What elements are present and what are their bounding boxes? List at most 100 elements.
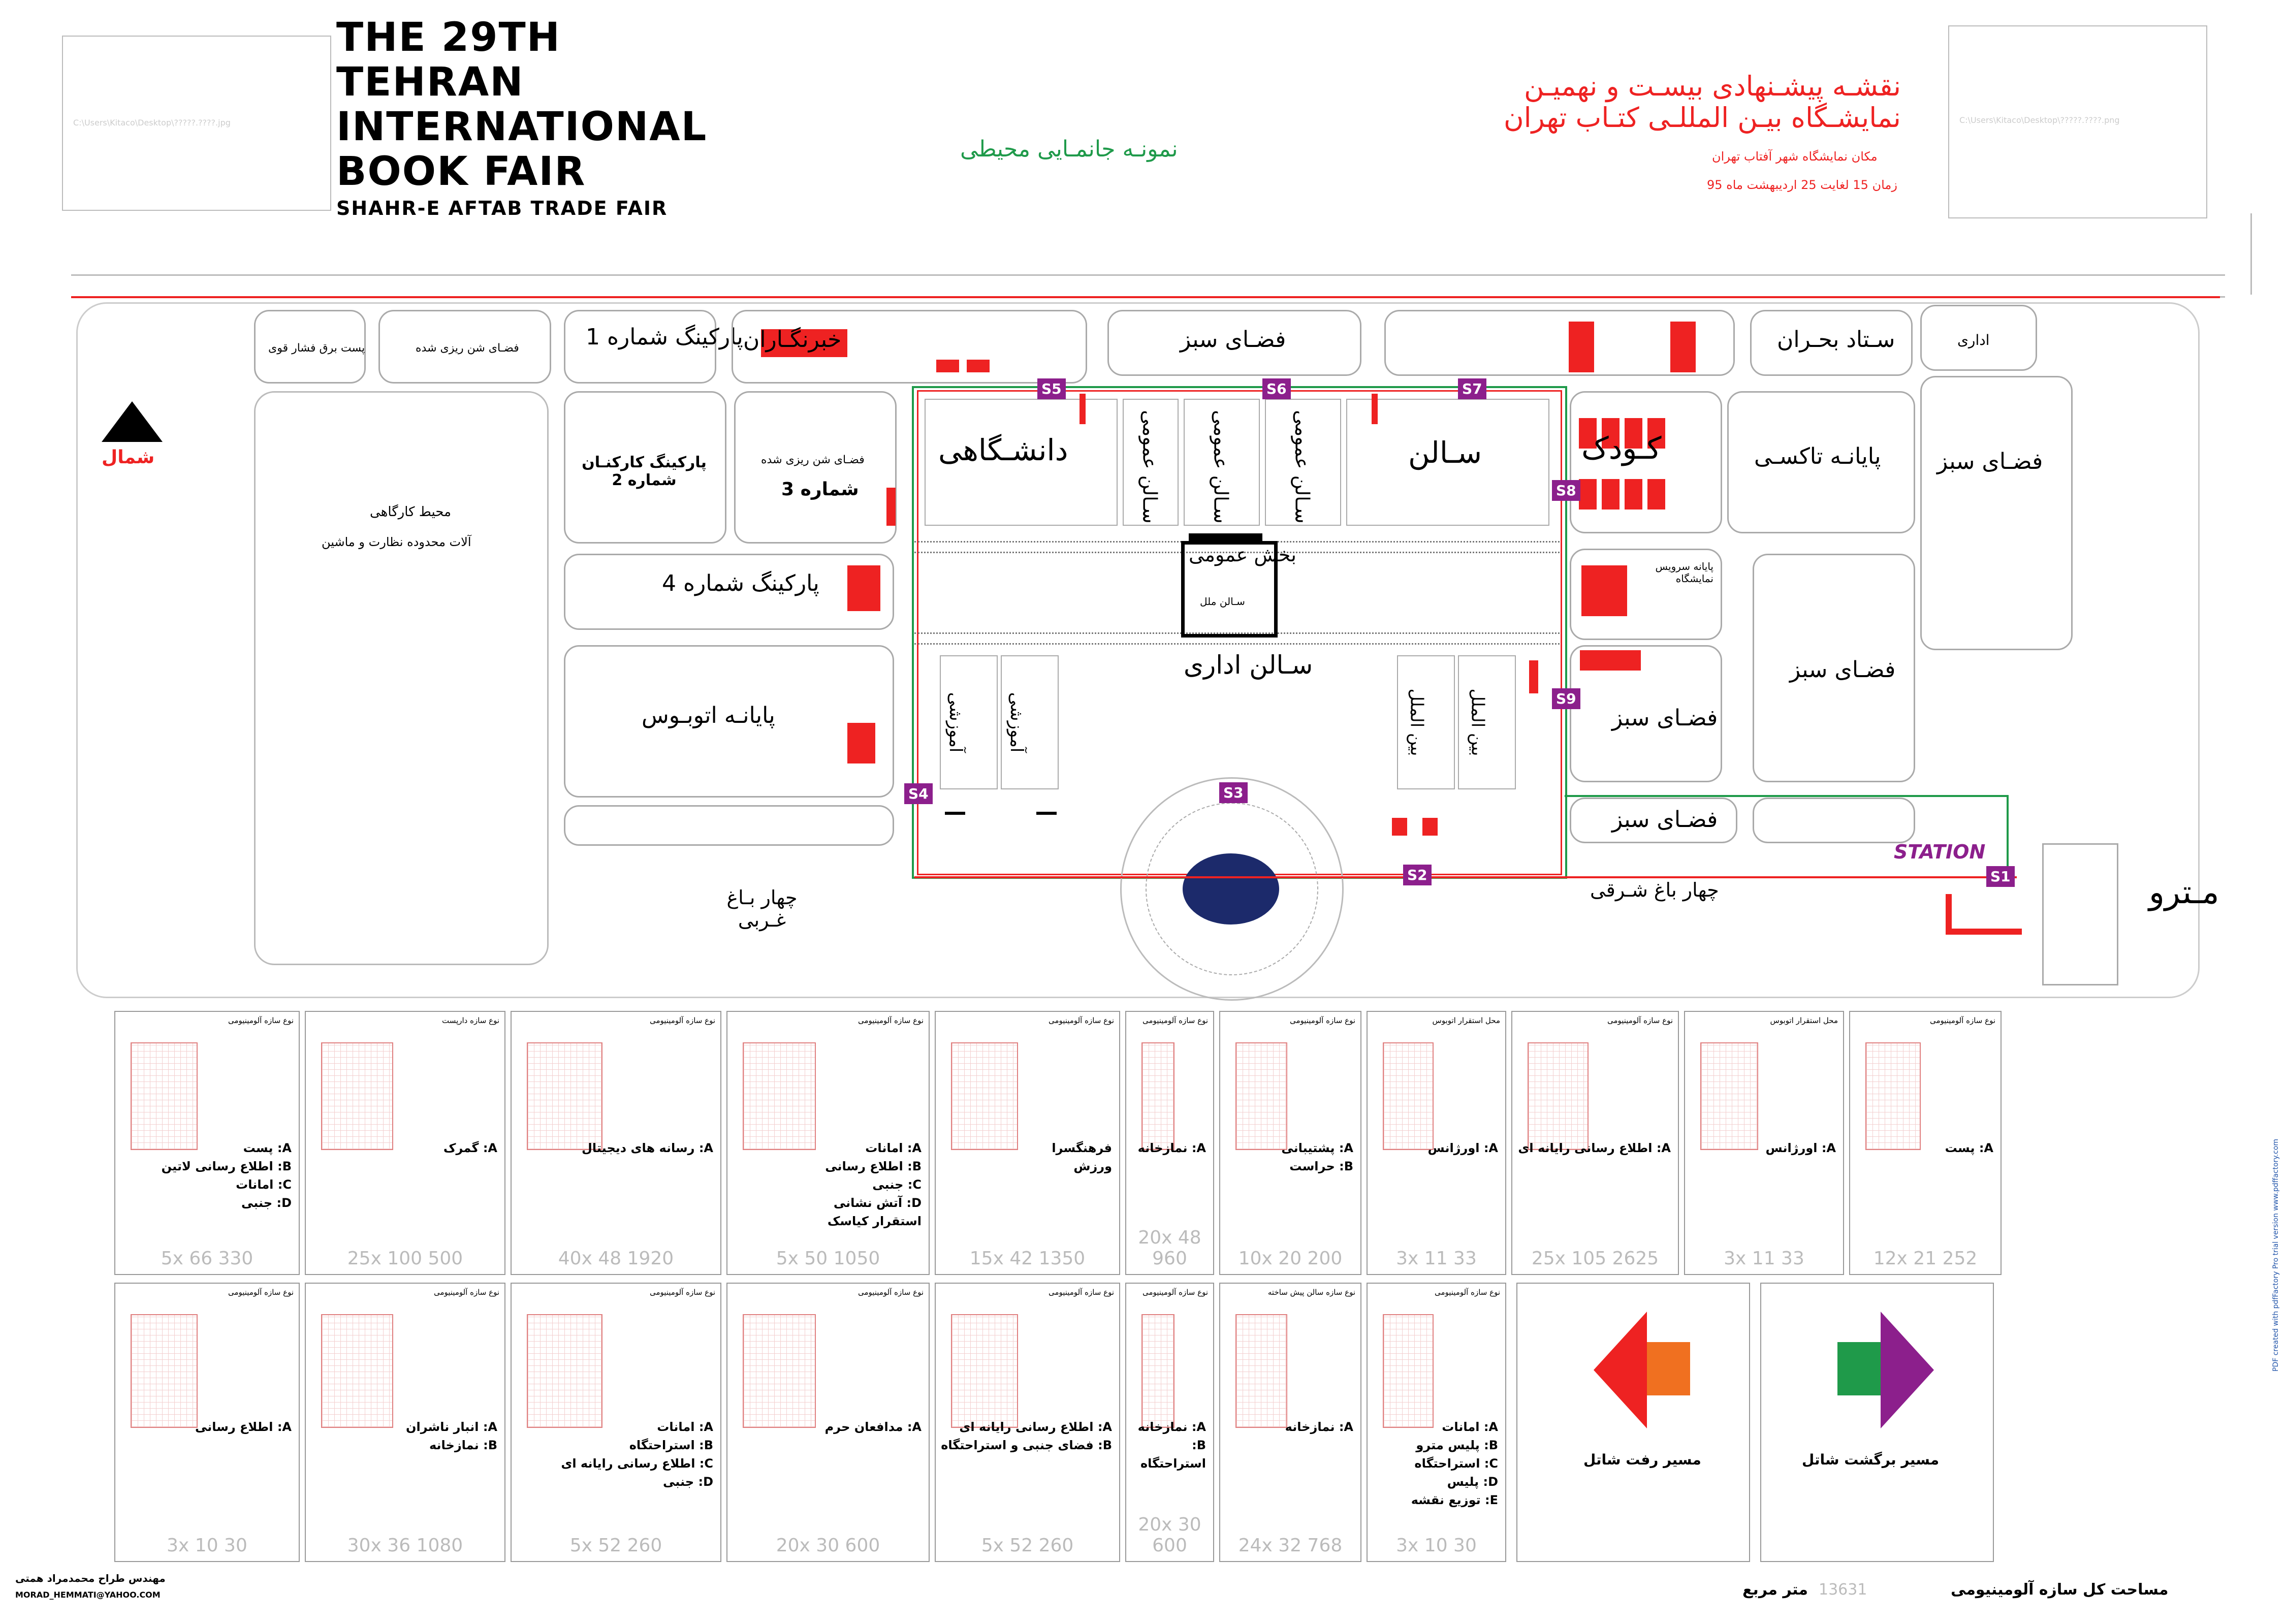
- taxi-label: پایانـه تاکسـی: [1754, 443, 1881, 469]
- designer-credit: مهندس طراح محمدمراد همتی: [15, 1572, 166, 1584]
- tag-s8[interactable]: S8: [1552, 480, 1580, 501]
- panel-plan-drawing: [1700, 1042, 1759, 1150]
- general-2-label: سـالن عمومی: [1210, 410, 1232, 524]
- crisis-block: سـتاد بحـران: [1750, 310, 1913, 376]
- children-label: کـودک: [1581, 431, 1662, 466]
- panel-item: C: استراحتگاه: [1414, 1456, 1498, 1471]
- panel-item: E: توزیع نقشه: [1411, 1493, 1498, 1507]
- panel-item: D: آتش نشانی: [833, 1195, 922, 1210]
- total-area-value: 13631: [1819, 1581, 1867, 1599]
- panel-plan-drawing: [1141, 1042, 1175, 1150]
- arcade-south: [914, 632, 1560, 645]
- service-structure: [1581, 565, 1627, 616]
- press-structure-3: [967, 360, 990, 372]
- east-garden-label: چهار باغ شـرقی: [1590, 879, 1719, 901]
- total-area-unit: متر مربع: [1742, 1581, 1808, 1599]
- panel-items: A: اطلاع رسانی رایانه ای: [1518, 1139, 1671, 1157]
- tag-s2[interactable]: S2: [1403, 865, 1432, 885]
- panel-plan-drawing: [951, 1314, 1018, 1428]
- red-title-2: نمایشـگاه بیـن المللـی کتـاب تهران: [1504, 102, 1901, 134]
- panel-heading: نوع سازه سالن پیش ساخته: [1267, 1288, 1355, 1297]
- panel-item: A: پشتیبانی: [1281, 1140, 1353, 1155]
- panel-heading: نوع سازه آلومینیومی: [1434, 1288, 1500, 1297]
- post-label: پست برق فشار قوی: [268, 342, 365, 355]
- metro-label: مـترو: [2149, 874, 2219, 911]
- tag-s1[interactable]: S1: [1986, 866, 2015, 887]
- panel-plan-drawing: [1528, 1042, 1589, 1150]
- green-right-label: فضـای سبز: [1937, 449, 2043, 474]
- panel-item: A: امانات: [1442, 1420, 1498, 1434]
- children-structure-3: [1625, 418, 1642, 449]
- barrier-2: [1036, 812, 1057, 815]
- panel-heading: محل استقرار اتوبوس: [1432, 1016, 1500, 1025]
- tag-s4[interactable]: S4: [904, 783, 933, 804]
- station-label: STATION: [1894, 841, 1986, 863]
- panel-item: C: امانات: [236, 1177, 292, 1192]
- outbound-tail-icon: [1647, 1342, 1690, 1395]
- tag-s6[interactable]: S6: [1262, 378, 1291, 399]
- main-hall: سـالن: [1346, 399, 1549, 526]
- parking-1-label: پارکینگ شماره 1: [586, 324, 743, 350]
- service-terminal-block: پایانه سرویس نمایشگاه: [1570, 549, 1722, 640]
- panel-heading: نوع سازه آلومینیومی: [228, 1016, 294, 1025]
- green-right-block: فضـای سبز: [1920, 376, 2073, 650]
- panel-plan-drawing: [527, 1314, 603, 1428]
- panel-item: B: نمازخانه: [429, 1438, 497, 1452]
- education-1-label: آموزشی: [945, 692, 966, 753]
- nations-hall-bar: [1189, 533, 1262, 541]
- outbound-label: مسیر رفت شاتل: [1583, 1451, 1701, 1468]
- support-structure-2: [1670, 322, 1696, 372]
- panel-item: A: نمازخانه: [1137, 1140, 1206, 1155]
- general-hall-1: سـالن عمومی: [1123, 399, 1179, 526]
- fair-title: THE 29TH TEHRAN INTERNATIONAL BOOK FAIR: [336, 15, 707, 194]
- shuttle-route-top: [71, 296, 2220, 298]
- bottom-left-strip: [564, 805, 894, 846]
- education-hall-2: آموزشی: [1001, 655, 1059, 789]
- panel-item: B: فضای جنبی و استراحتگاه: [941, 1438, 1112, 1452]
- panel-heading: نوع سازه آلومینیومی: [858, 1016, 924, 1025]
- panel-item: B: استراحتگاه: [1140, 1438, 1206, 1471]
- tag-s3[interactable]: S3: [1219, 782, 1248, 803]
- north-label: شمال: [102, 447, 155, 468]
- placeholder-left-text: C:\Users\Kitaco\Desktop\?????.????.jpg: [73, 118, 231, 128]
- panel-item: B: استراحتگاه: [629, 1438, 713, 1452]
- parking-4-block: پارکینگ شماره 4: [564, 554, 894, 630]
- barrier-1: [945, 812, 965, 815]
- panel-footer: 5x 52 260: [569, 1535, 662, 1556]
- panel-item: A: نمازخانه: [1137, 1420, 1206, 1434]
- panel-item: A: انبار ناشران: [405, 1420, 497, 1434]
- intl-2-label: بین الملل: [1467, 688, 1488, 756]
- panel-items: A: اطلاع رسانی: [195, 1418, 292, 1436]
- soil-top-label: فضـای شن ریزی شده: [416, 342, 519, 355]
- shuttle-route-south-red: [914, 876, 2017, 878]
- panel-plan-drawing: [321, 1314, 394, 1428]
- taxi-block: پایانـه تاکسـی: [1727, 391, 1915, 533]
- legend-return-panel: مسیر برگشت شاتل: [1760, 1283, 1994, 1562]
- road-curve: [2189, 213, 2252, 295]
- panel-item: A: اطلاع رسانی: [195, 1420, 292, 1434]
- tag-s7[interactable]: S7: [1458, 378, 1486, 399]
- green-bottom-label: فضـای سبز: [1612, 807, 1718, 833]
- title-line-1: THE 29TH: [336, 15, 561, 60]
- tag-s5[interactable]: S5: [1037, 378, 1066, 399]
- panel-heading: نوع سازه آلومینیومی: [1142, 1016, 1208, 1025]
- location-line: مکان نمایشگاه شهر آفتاب تهران: [1712, 149, 1878, 164]
- panel-heading: نوع سازه آلومینیومی: [1607, 1016, 1673, 1025]
- tag-s9[interactable]: S9: [1552, 688, 1580, 709]
- panel-heading: نوع سازه دارپست: [441, 1016, 499, 1025]
- designer-email: MORAD_HEMMATI@YAHOO.COM: [15, 1590, 161, 1600]
- parking-4-structure: [847, 565, 880, 611]
- panel-heading: محل استقرار اتوبوس: [1770, 1016, 1838, 1025]
- green-mid-block: فضـای سبز: [1570, 645, 1722, 782]
- parking-1-block: پارکینگ شماره 1: [564, 310, 743, 384]
- nations-hall-label: سـالن ملل: [1200, 595, 1245, 608]
- date-line: زمان 15 لغایت 25 اردیبهشت ماه 95: [1707, 178, 1897, 192]
- panel-items: A: نمازخانه: [1285, 1418, 1353, 1436]
